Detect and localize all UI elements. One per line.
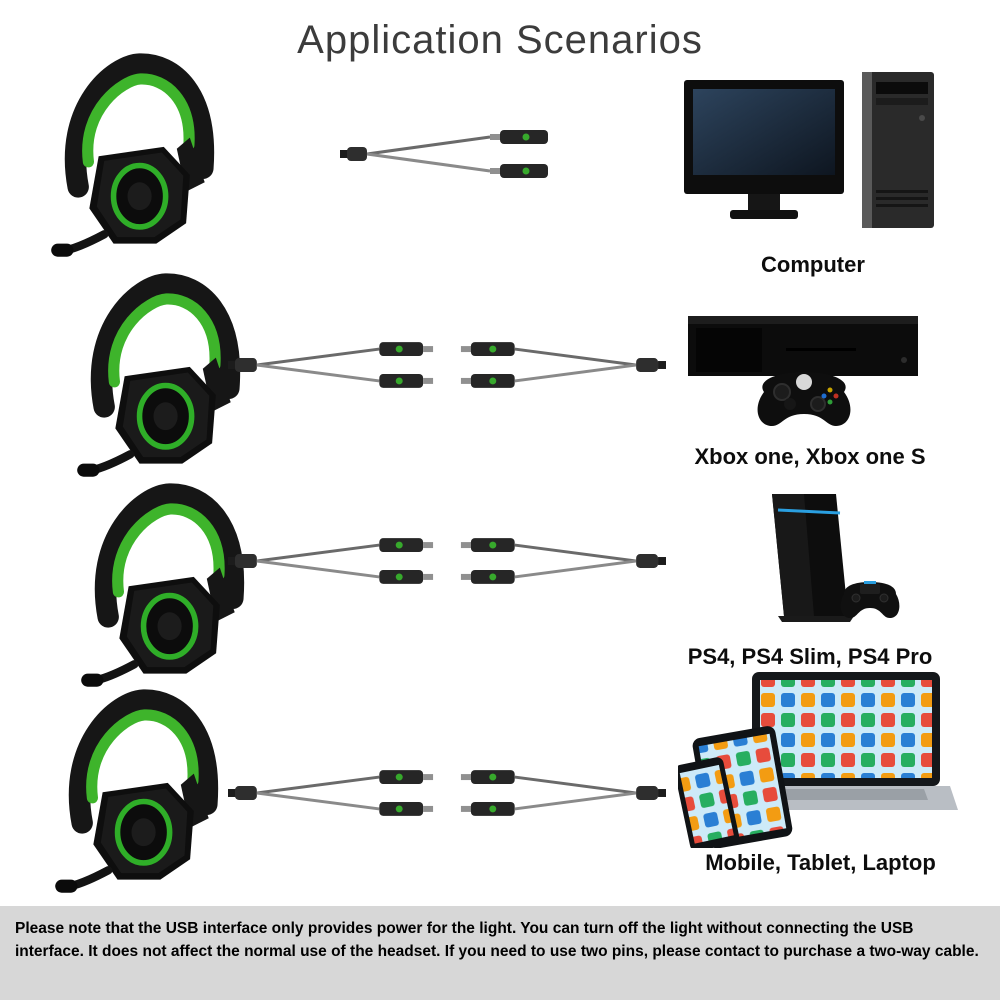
device-label-xbox: Xbox one, Xbox one S [694, 444, 926, 469]
usb-note-text: Please note that the USB interface only … [15, 920, 979, 961]
splitter-cable-icon [340, 122, 568, 186]
gaming-headset-icon [46, 52, 222, 266]
device-label-mobile: Mobile, Tablet, Laptop [705, 850, 936, 875]
splitter-extension-cable-icon [228, 333, 666, 397]
computer-icon [682, 72, 944, 250]
page-title: Application Scenarios [297, 18, 703, 62]
device-label-computer: Computer [761, 252, 865, 277]
mobile-tablet-laptop-icon [678, 670, 958, 848]
xbox-console-icon [686, 300, 926, 440]
splitter-extension-cable-icon [228, 761, 666, 825]
gaming-headset-icon [50, 688, 226, 902]
device-label-ps4: PS4, PS4 Slim, PS4 Pro [687, 644, 933, 669]
usb-note-box: Please note that the USB interface only … [0, 906, 1000, 1000]
gaming-headset-icon [76, 482, 252, 696]
ps4-console-icon [732, 490, 907, 640]
gaming-headset-icon [72, 272, 248, 486]
splitter-extension-cable-icon [228, 529, 666, 593]
